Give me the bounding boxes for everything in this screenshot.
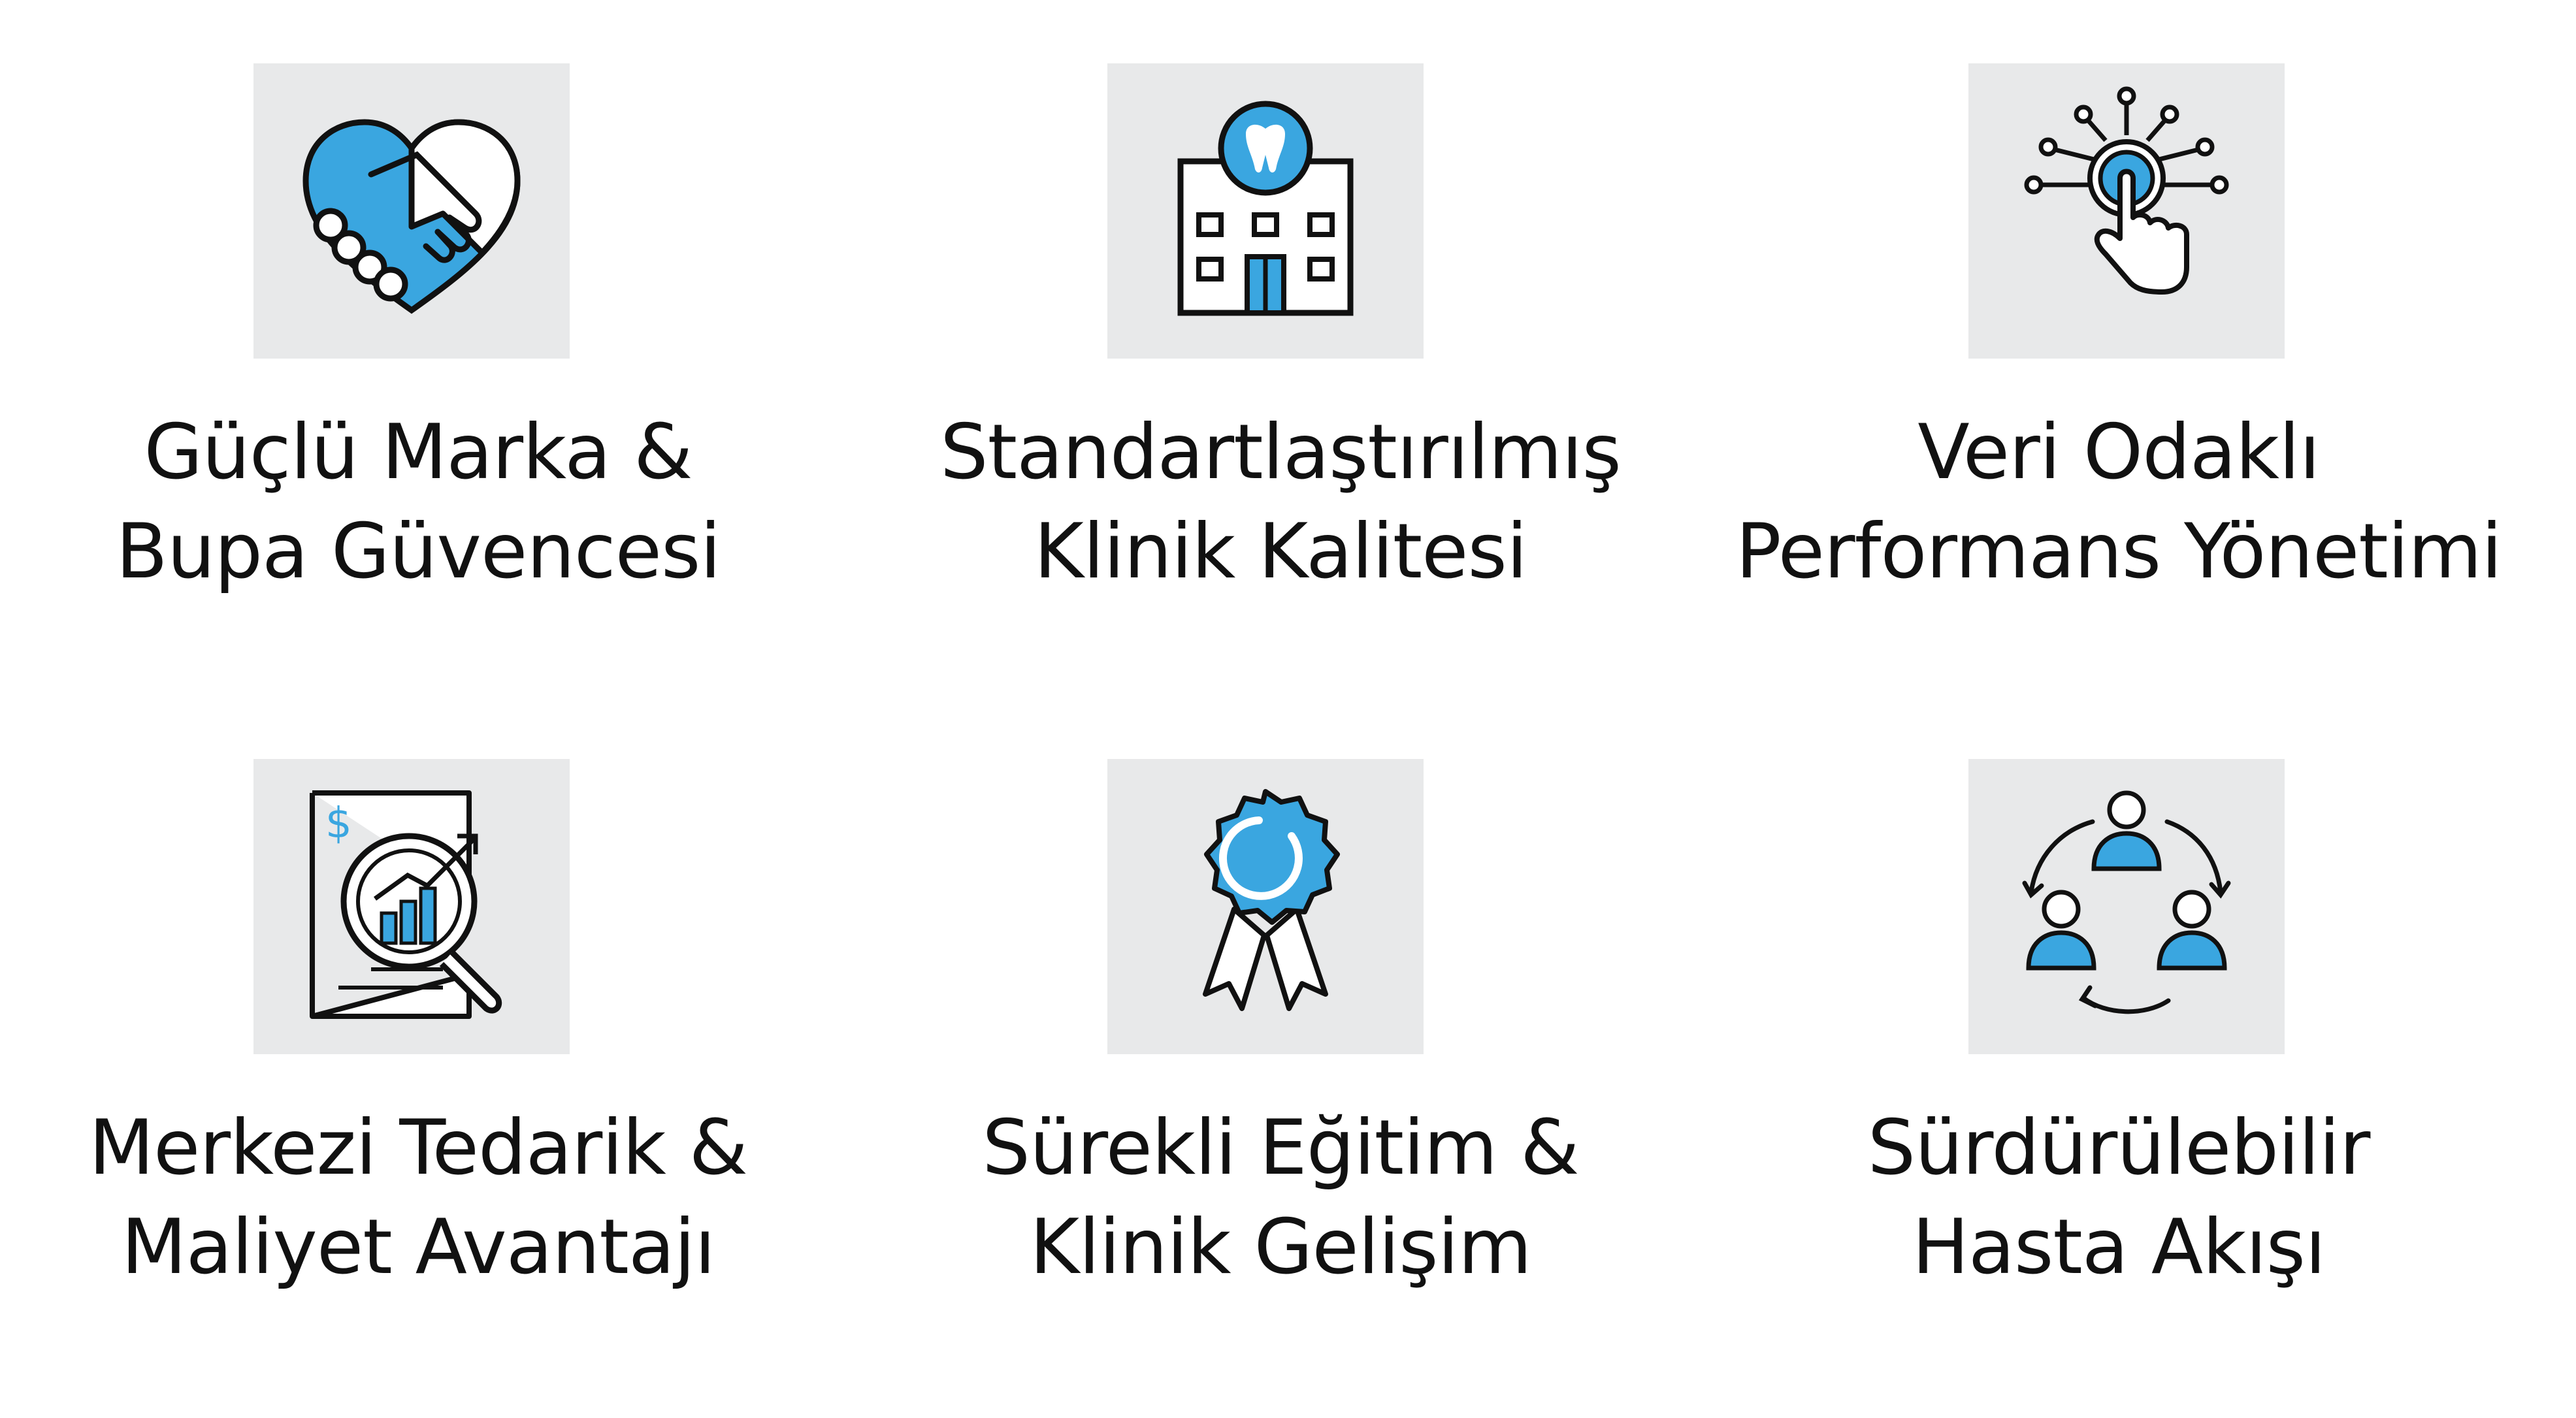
caption-line: Bupa Güvencesi	[116, 508, 721, 596]
feature-caption: Merkezi Tedarik & Maliyet Avantajı	[0, 1099, 836, 1297]
award-rosette-icon	[1203, 789, 1340, 1011]
caption-line: Maliyet Avantajı	[121, 1203, 716, 1291]
caption-line: Merkezi Tedarik &	[88, 1104, 748, 1192]
handshake-heart-icon	[302, 119, 521, 314]
caption-line: Sürdürülebilir	[1867, 1104, 2371, 1192]
feature-card-procurement: $ Merkezi Tedarik & Maliyet Avantajı	[0, 759, 836, 1386]
caption-line: Klinik Kalitesi	[1034, 508, 1527, 596]
caption-line: Standartlaştırılmış	[940, 408, 1622, 496]
feature-caption: Sürdürülebilir Hasta Akışı	[1701, 1099, 2537, 1297]
caption-line: Hasta Akışı	[1912, 1203, 2326, 1291]
caption-line: Veri Odaklı	[1917, 408, 2320, 496]
caption-line: Güçlü Marka &	[144, 408, 693, 496]
icon-tile	[1968, 63, 2285, 359]
financial-report-magnifier-icon: $	[310, 790, 502, 1019]
caption-line: Performans Yönetimi	[1735, 508, 2503, 596]
feature-caption: Standartlaştırılmış Klinik Kalitesi	[862, 403, 1699, 602]
feature-card-brand: Güçlü Marka & Bupa Güvencesi	[0, 63, 836, 690]
icon-tile: $	[253, 759, 570, 1054]
icon-tile	[253, 63, 570, 359]
caption-line: Sürekli Eğitim &	[982, 1104, 1579, 1192]
icon-tile	[1968, 759, 2285, 1054]
feature-card-training: Sürekli Eğitim & Klinik Gelişim	[862, 759, 1699, 1386]
svg-text:$: $	[325, 799, 352, 848]
feature-caption: Veri Odaklı Performans Yönetimi	[1701, 403, 2537, 602]
icon-tile	[1107, 759, 1424, 1054]
patient-flow-cycle-icon	[2022, 790, 2231, 1014]
feature-card-performance: Veri Odaklı Performans Yönetimi	[1701, 63, 2537, 690]
icon-tile	[1107, 63, 1424, 359]
dental-clinic-building-icon	[1177, 101, 1354, 316]
feature-card-patient-flow: Sürdürülebilir Hasta Akışı	[1701, 759, 2537, 1386]
touch-network-icon	[2024, 86, 2229, 295]
caption-line: Klinik Gelişim	[1030, 1203, 1532, 1291]
feature-card-clinical-quality: Standartlaştırılmış Klinik Kalitesi	[862, 63, 1699, 690]
feature-caption: Güçlü Marka & Bupa Güvencesi	[0, 403, 836, 602]
feature-caption: Sürekli Eğitim & Klinik Gelişim	[862, 1099, 1699, 1297]
